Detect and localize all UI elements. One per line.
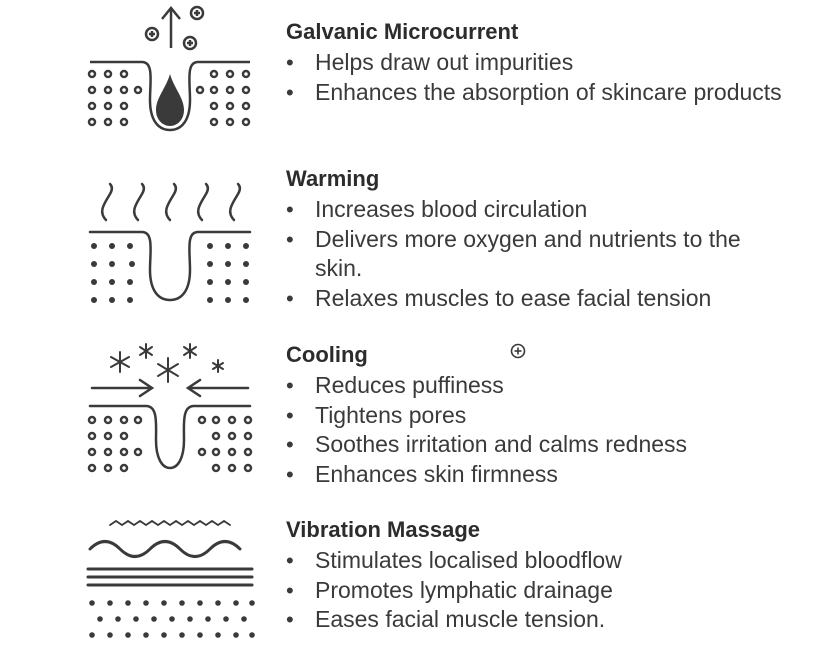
bullet-list: Helps draw out impurities Enhances the a… <box>286 48 786 107</box>
list-item: Enhances the absorption of skincare prod… <box>286 78 786 108</box>
section-cooling: Cooling Reduces puffiness Tightens pores… <box>0 340 817 490</box>
skin-pore-ion-extraction-icon <box>87 5 251 132</box>
skin-pore-snowflake-icon <box>87 343 253 473</box>
section-title: Cooling <box>286 342 368 367</box>
skin-pore-heat-waves-icon <box>88 182 252 303</box>
snowflake-icon <box>157 357 179 383</box>
list-item: Delivers more oxygen and nutrients to th… <box>286 225 786 284</box>
list-item: Helps draw out impurities <box>286 48 786 78</box>
skin-layers-vibration-wave-icon <box>86 519 255 638</box>
section-vibration-massage: Vibration Massage Stimulates localised b… <box>0 515 817 653</box>
section-title: Vibration Massage <box>286 517 480 542</box>
list-item: Stimulates localised bloodflow <box>286 546 786 576</box>
list-item: Eases facial muscle tension. <box>286 605 786 635</box>
cooling-text-block: Cooling Reduces puffiness Tightens pores… <box>286 341 786 489</box>
section-title: Galvanic Microcurrent <box>286 19 519 44</box>
snowflake-icon <box>139 343 153 359</box>
section-galvanic-microcurrent: Galvanic Microcurrent Helps draw out imp… <box>0 0 817 150</box>
snowflake-icon <box>212 359 224 373</box>
snowflake-icon <box>183 343 197 359</box>
snowflake-icon <box>110 351 130 373</box>
list-item: Relaxes muscles to ease facial tension <box>286 284 786 314</box>
section-warming: Warming Increases blood circulation Deli… <box>0 166 817 320</box>
list-item: Promotes lymphatic drainage <box>286 576 786 606</box>
list-item: Reduces puffiness <box>286 371 786 401</box>
galvanic-text-block: Galvanic Microcurrent Helps draw out imp… <box>286 18 786 107</box>
warming-text-block: Warming Increases blood circulation Deli… <box>286 165 786 313</box>
bullet-list: Stimulates localised bloodflow Promotes … <box>286 546 786 635</box>
bullet-list: Increases blood circulation Delivers mor… <box>286 195 786 313</box>
vibration-text-block: Vibration Massage Stimulates localised b… <box>286 516 786 635</box>
list-item: Enhances skin firmness <box>286 460 786 490</box>
list-item: Increases blood circulation <box>286 195 786 225</box>
list-item: Tightens pores <box>286 401 786 431</box>
plus-circle-icon <box>510 343 526 359</box>
section-title: Warming <box>286 166 380 191</box>
list-item: Soothes irritation and calms redness <box>286 430 786 460</box>
bullet-list: Reduces puffiness Tightens pores Soothes… <box>286 371 786 489</box>
